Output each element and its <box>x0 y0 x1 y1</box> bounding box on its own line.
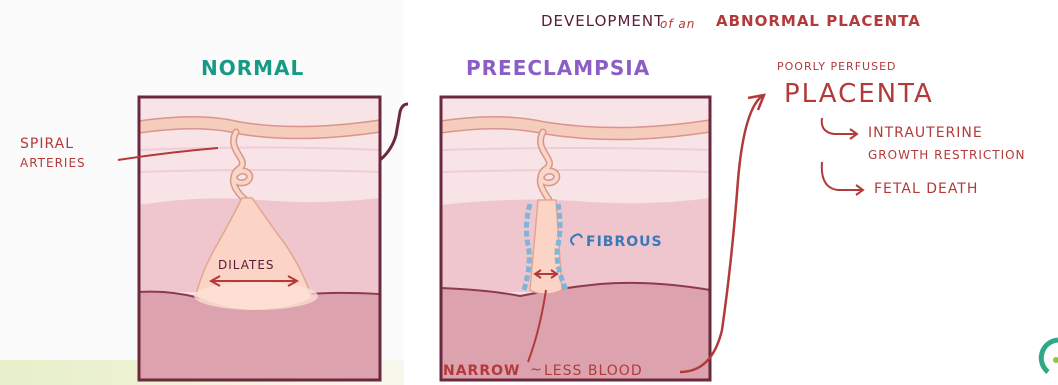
title-part-abnormal-placenta: ABNORMAL PLACENTA <box>716 14 921 29</box>
placenta-title: PLACENTA <box>784 81 934 107</box>
narrow-tilde: ~ <box>530 363 543 377</box>
spiral-label-line2: ARTERIES <box>20 157 86 169</box>
title-part-development: DEVELOPMENT <box>541 14 664 29</box>
effect-growth-restriction: GROWTH RESTRICTION <box>868 149 1026 161</box>
preeclampsia-heading: PREECLAMPSIA <box>466 58 650 78</box>
effect-arrow-1 <box>822 118 856 134</box>
normal-heading: NORMAL <box>201 58 304 78</box>
preeclampsia-tissue-panel <box>441 97 710 380</box>
osmosis-logo-icon <box>1041 340 1058 372</box>
less-blood-label: LESS BLOOD <box>544 364 643 378</box>
normal-tissue-panel <box>139 97 380 380</box>
poorly-perfused-label: POORLY PERFUSED <box>777 61 896 72</box>
dilates-label: DILATES <box>218 259 275 271</box>
effect-intrauterine: INTRAUTERINE <box>868 126 983 140</box>
title-part-of-an: of an <box>660 18 695 30</box>
spiral-label-line1: SPIRAL <box>20 137 74 151</box>
effect-fetal-death: FETAL DEATH <box>874 182 978 196</box>
narrow-label: NARROW <box>443 364 520 378</box>
panel-connector <box>380 104 408 160</box>
fibrous-label: FIBROUS <box>586 235 663 249</box>
